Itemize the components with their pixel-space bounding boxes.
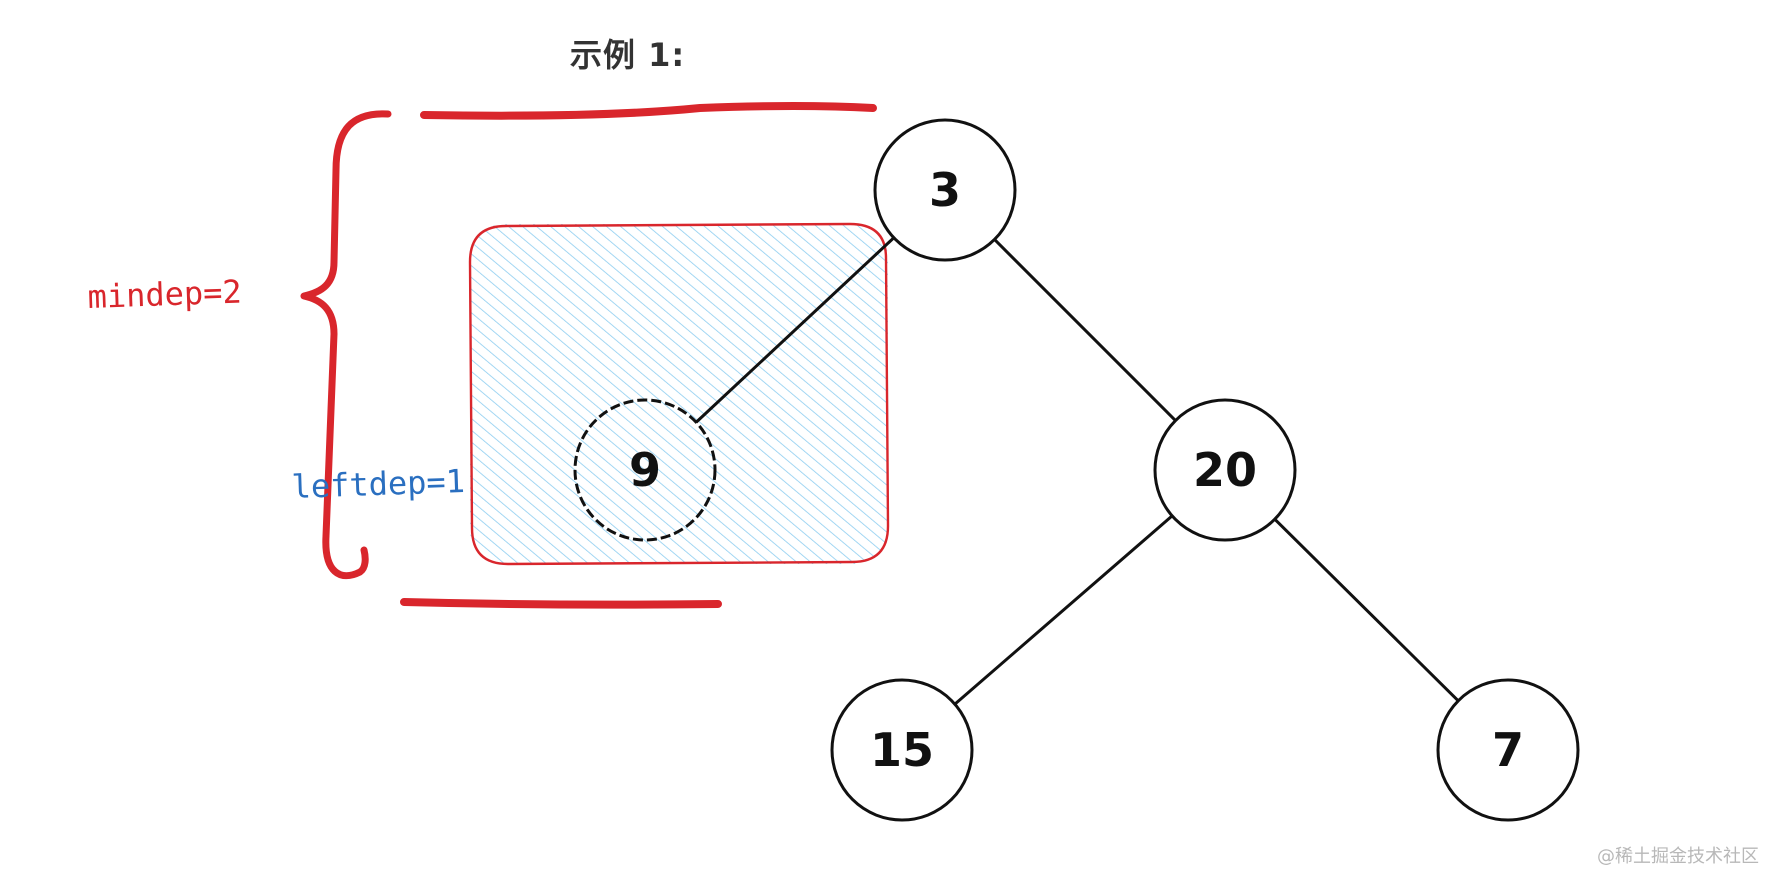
node-circle <box>1153 398 1297 542</box>
node-label: 9 <box>629 443 661 497</box>
tree-edges <box>695 236 1460 706</box>
node-circle <box>573 398 717 542</box>
bottom-red-stroke <box>400 598 722 609</box>
node-label: 15 <box>870 723 934 777</box>
tree-node-7: 7 <box>1436 678 1580 822</box>
node-label: 20 <box>1193 443 1257 497</box>
tree-nodes: 3 9 20 15 7 <box>573 118 1580 822</box>
edge-n3-n9 <box>695 236 895 424</box>
mindep-label: mindep=2 <box>87 273 242 316</box>
edge-n3-n20 <box>993 238 1177 422</box>
example-title: 示例 1: <box>570 36 686 74</box>
node-circle <box>1436 678 1580 822</box>
node-circle <box>830 678 974 822</box>
watermark: @稀土掘金技术社区 <box>1597 846 1759 867</box>
tree-node-3: 3 <box>873 118 1017 262</box>
leftdep-label: leftdep=1 <box>291 462 466 506</box>
tree-node-15: 15 <box>830 678 974 822</box>
mindep-brace <box>300 110 392 580</box>
node-label: 3 <box>929 163 961 217</box>
tree-node-9: 9 <box>573 398 717 542</box>
node-circle <box>873 118 1017 262</box>
edge-n20-n7 <box>1273 518 1460 702</box>
left-subtree-highlight-box <box>468 222 890 566</box>
top-red-stroke <box>420 102 877 120</box>
node-label: 7 <box>1492 723 1524 777</box>
tree-node-20: 20 <box>1153 398 1297 542</box>
edge-n20-n15 <box>953 514 1174 706</box>
